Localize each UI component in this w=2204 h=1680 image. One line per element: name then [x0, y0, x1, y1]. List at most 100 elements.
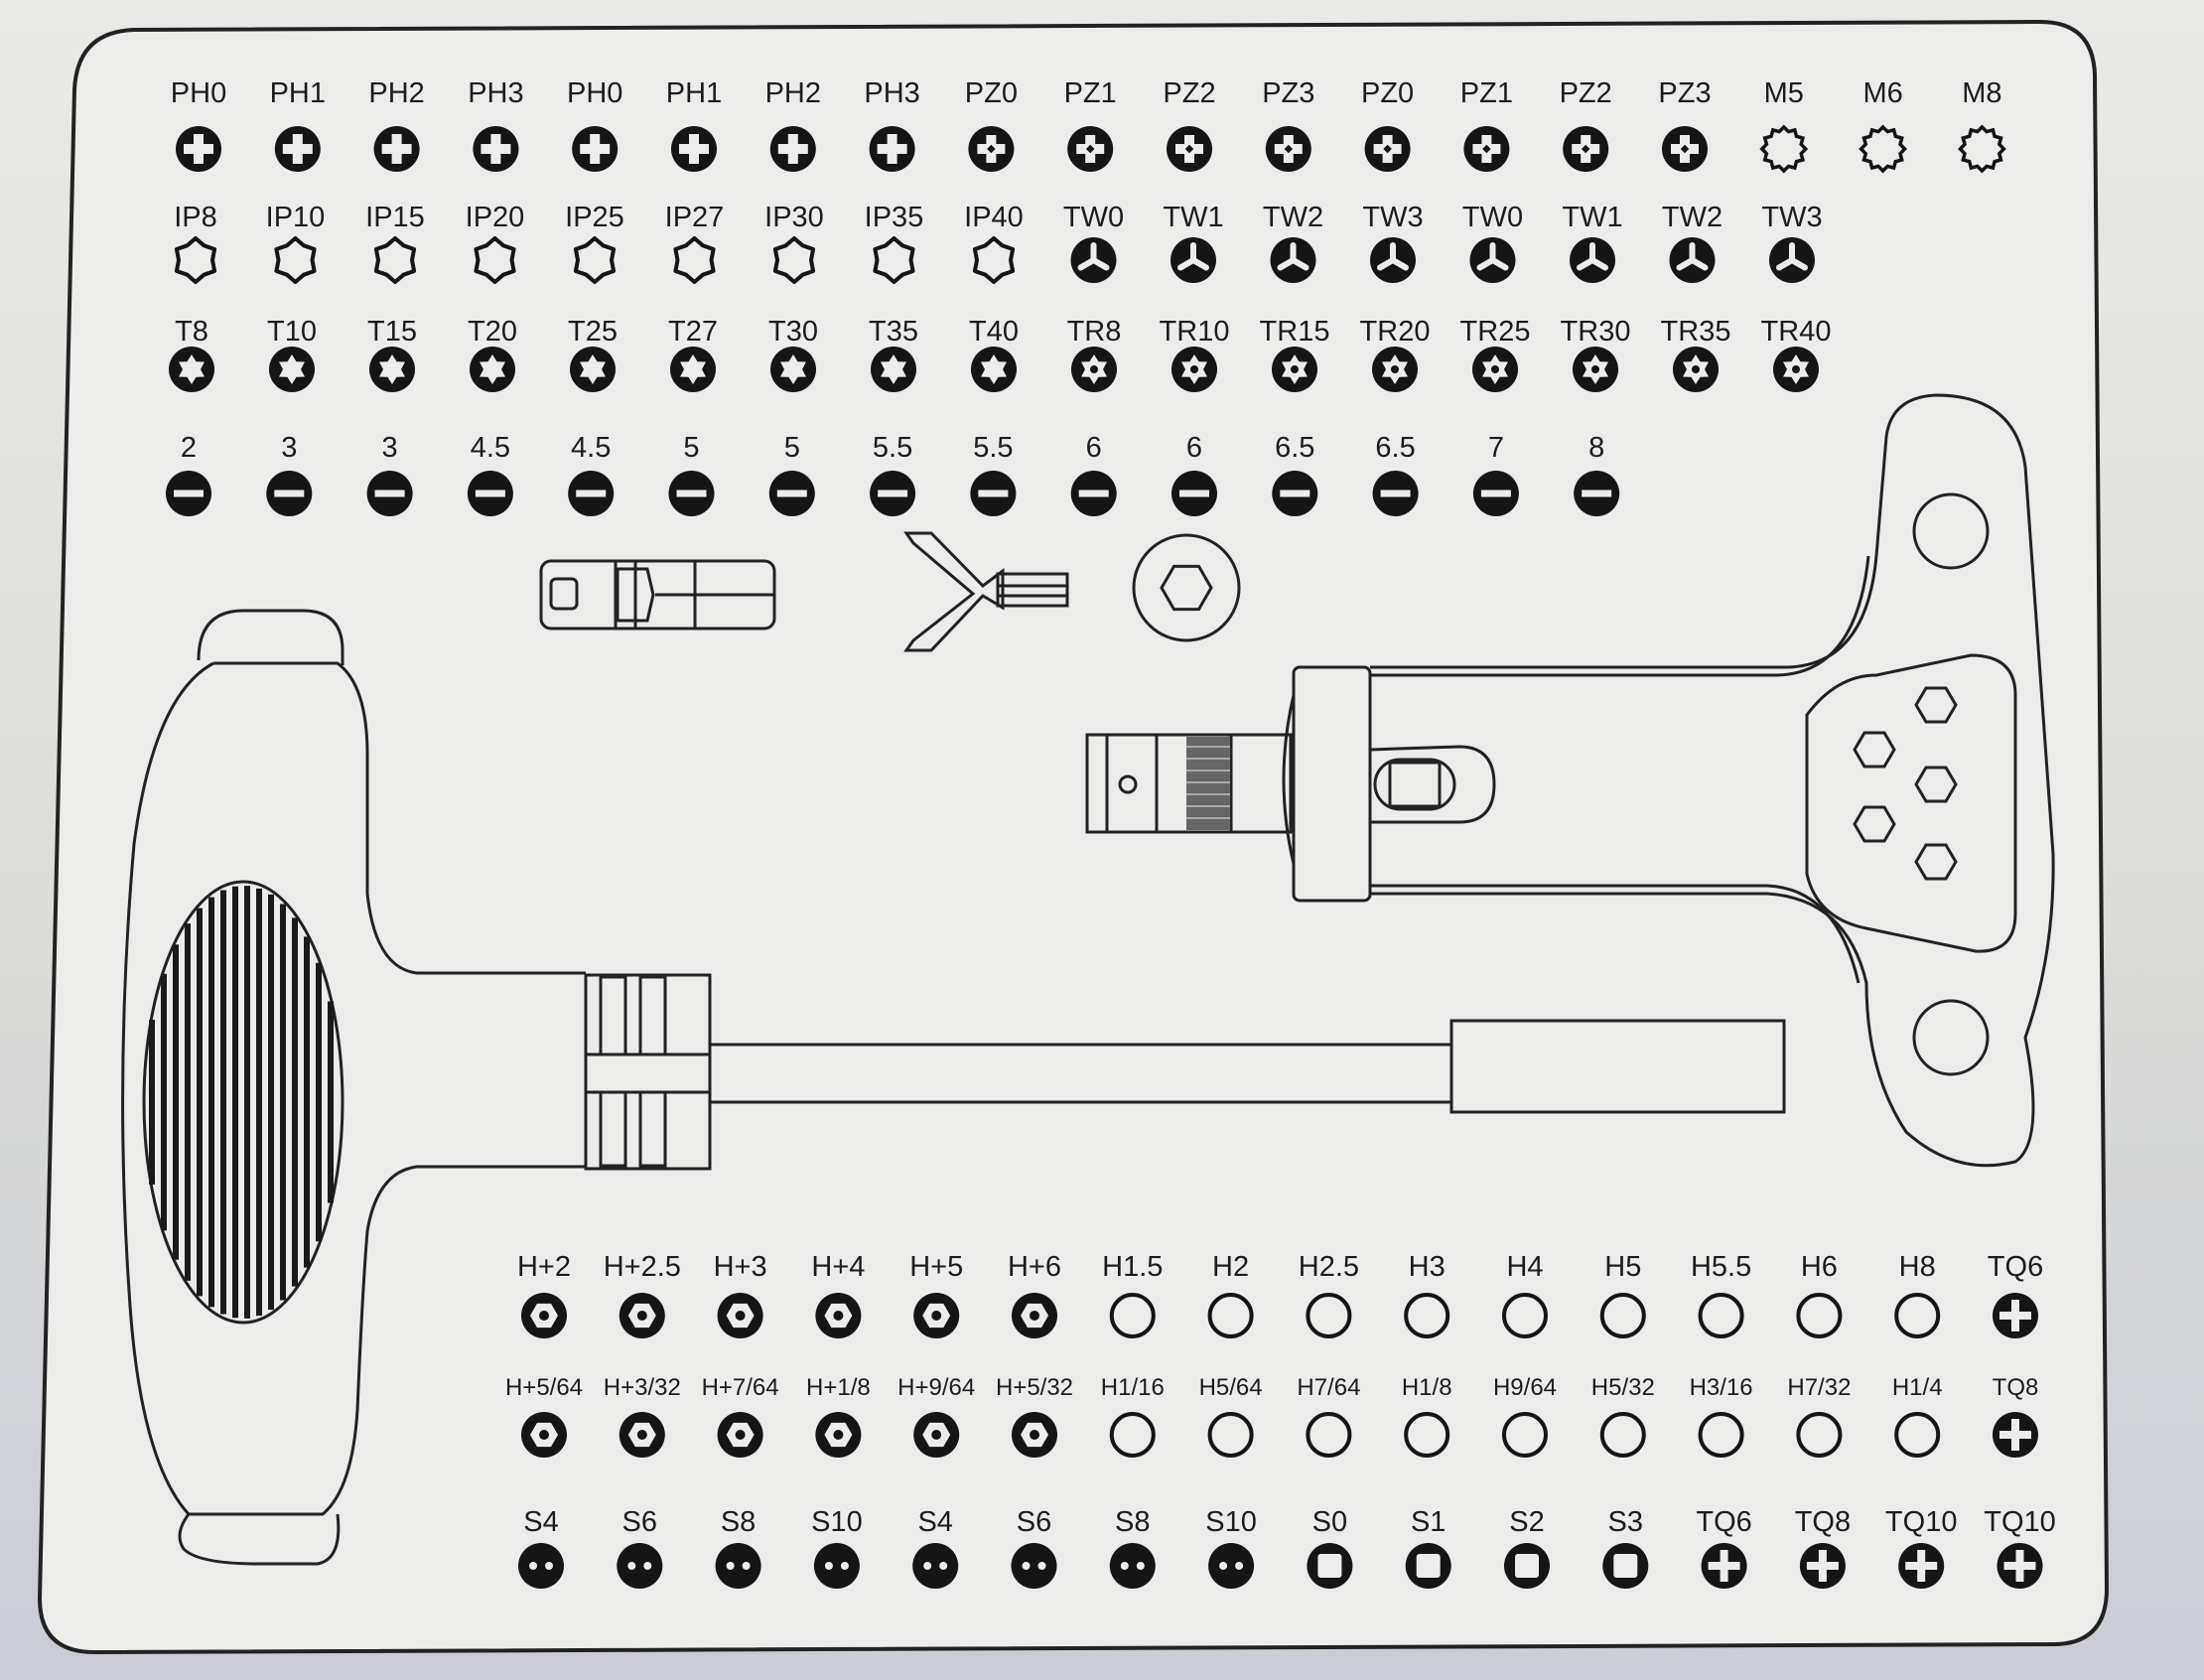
bit-label: PZ0 [1361, 77, 1414, 109]
bit-label: H1/8 [1402, 1374, 1452, 1401]
hex-icon [1599, 1293, 1646, 1338]
spanner-icon [715, 1543, 761, 1589]
bit-label: 3 [382, 432, 398, 464]
bit-label: TR40 [1761, 316, 1832, 348]
hex-icon [1207, 1412, 1254, 1458]
pozidriv-icon [1167, 126, 1212, 172]
hex-icon [1306, 1412, 1352, 1458]
t-handle-driver [121, 609, 1786, 1566]
bit-label: H9/64 [1493, 1374, 1557, 1401]
bit-label: T40 [969, 316, 1019, 348]
spanner-icon [518, 1543, 564, 1589]
bit-cell: 7 [1472, 432, 1519, 516]
slotted-icon [668, 471, 715, 516]
hex-security-icon [521, 1293, 567, 1338]
bit-label: IP40 [964, 202, 1024, 233]
bit-label: S10 [811, 1506, 863, 1538]
hex-icon [1796, 1412, 1843, 1458]
bit-label: H+5/32 [996, 1374, 1073, 1401]
bit-label: H2.5 [1299, 1251, 1359, 1283]
phillips-icon [671, 126, 717, 172]
phillips-icon [373, 126, 420, 172]
bit-label: IP25 [565, 202, 624, 233]
bit-cell: 8 [1574, 432, 1620, 516]
bit-cell: IP20 [466, 202, 524, 284]
bit-cell: H+7/64 [702, 1374, 779, 1458]
bit-label: H+3 [714, 1251, 767, 1283]
slotted-icon [366, 471, 413, 516]
bit-cell: S0 [1307, 1506, 1353, 1589]
bit-label: S2 [1509, 1506, 1544, 1538]
bit-label: PH2 [765, 77, 821, 109]
hex-security-icon [815, 1293, 862, 1338]
bit-label: TW1 [1562, 202, 1622, 233]
spanner-bit-drawing [903, 531, 1069, 652]
hex-icon [1207, 1293, 1254, 1338]
grip-stripes [149, 886, 334, 1319]
phillips-icon [869, 126, 915, 172]
bit-label: TR20 [1360, 316, 1431, 348]
bit-label: TW0 [1063, 202, 1124, 233]
torx-plus-icon [972, 236, 1016, 284]
bit-label: T20 [468, 316, 517, 348]
bit-cell: H+5/32 [996, 1374, 1073, 1458]
bit-label: H2 [1212, 1251, 1249, 1283]
slotted-icon [1472, 471, 1519, 516]
bit-label: H+6 [1008, 1251, 1061, 1283]
bit-cell: TR35 [1661, 316, 1730, 392]
tri-wing-icon [1669, 237, 1716, 283]
bit-cell: PH1 [666, 77, 722, 172]
hex-socket-drawing [1132, 533, 1241, 642]
bit-label: T25 [568, 316, 618, 348]
bit-cell: T8 [169, 316, 214, 392]
torx-icon [470, 347, 515, 392]
bit-cell: TR15 [1260, 316, 1330, 392]
bit-cell: H+3/32 [604, 1374, 681, 1458]
bit-cell: TQ6 [1696, 1506, 1752, 1589]
bit-cell: IP27 [665, 202, 724, 284]
bit-cell: TR20 [1360, 316, 1431, 392]
bit-label: H1.5 [1102, 1251, 1163, 1283]
slotted-icon [1070, 471, 1117, 516]
bit-label: PH0 [171, 77, 226, 109]
bit-cell: S4 [912, 1506, 959, 1589]
bit-cell: S3 [1602, 1506, 1649, 1589]
pozidriv-icon [1563, 126, 1609, 172]
bit-cell: IP40 [964, 202, 1024, 284]
bit-cell: H9/64 [1493, 1374, 1557, 1458]
bit-cell: S10 [811, 1506, 863, 1589]
hex-security-icon [619, 1412, 665, 1458]
slotted-icon [1574, 471, 1620, 516]
hex-security-icon [717, 1412, 763, 1458]
spanner-icon [1109, 1543, 1156, 1589]
bit-label: TQ10 [1885, 1506, 1958, 1538]
hex-icon [1109, 1412, 1156, 1458]
bit-label: H8 [1899, 1251, 1936, 1283]
bit-label: H4 [1506, 1251, 1543, 1283]
bit-cell: TW1 [1163, 202, 1224, 283]
spanner-icon [813, 1543, 860, 1589]
hex-security-icon [913, 1412, 960, 1458]
bit-label: H+4 [811, 1251, 865, 1283]
bit-label: H+9/64 [897, 1374, 975, 1401]
bit-label: TR15 [1260, 316, 1330, 348]
bit-label: H1/4 [1892, 1374, 1943, 1401]
torx-tamper-icon [1773, 347, 1819, 392]
tri-wing-icon [1370, 237, 1416, 283]
pozidriv-icon [1265, 126, 1311, 172]
bit-cell: TW2 [1263, 202, 1323, 283]
hex-icon [1502, 1293, 1548, 1338]
bit-label: H7/64 [1297, 1374, 1360, 1401]
hex-icon [1698, 1293, 1744, 1338]
bit-label: 6.5 [1275, 432, 1314, 464]
bit-cell: IP30 [764, 202, 824, 284]
torx-icon [369, 347, 415, 392]
bit-label: 7 [1488, 432, 1504, 464]
bit-label: TQ6 [1988, 1251, 2043, 1283]
tri-wing-icon [1270, 237, 1316, 283]
bit-label: H3 [1409, 1251, 1446, 1283]
bit-label: H5/32 [1591, 1374, 1655, 1401]
slotted-icon [467, 471, 513, 516]
